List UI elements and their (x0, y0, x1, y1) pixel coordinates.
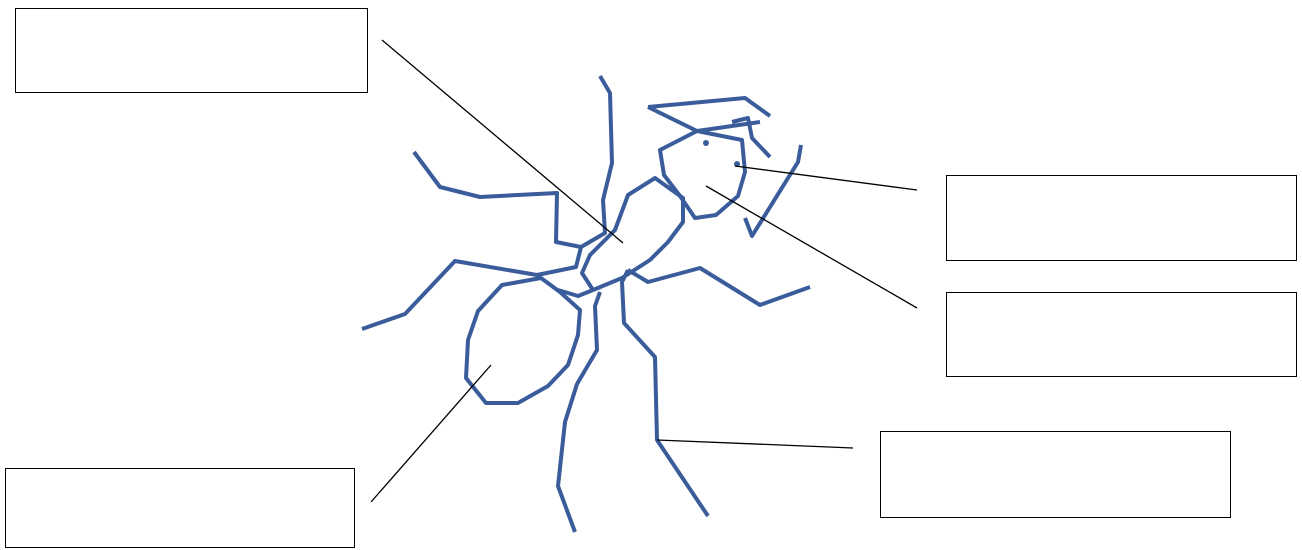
leader-line-top-left (382, 40, 623, 243)
label-box-bottom-left[interactable] (5, 468, 355, 548)
label-box-top-left[interactable] (15, 8, 368, 93)
leader-line-bottom-left (371, 365, 491, 502)
ant-eye (703, 140, 709, 146)
label-box-right-lower[interactable] (880, 431, 1231, 518)
leader-line-right-lower (657, 440, 853, 448)
leg-right-hind (622, 270, 708, 516)
ant-abdomen (466, 278, 580, 403)
ant-head (660, 131, 745, 218)
leader-line-right-upper (735, 166, 917, 190)
leg-front-left-upper (414, 76, 612, 247)
label-box-right-middle[interactable] (946, 292, 1297, 377)
antenna-left (648, 98, 770, 131)
leg-front-left-lower (362, 247, 581, 329)
leg-right-front (628, 268, 810, 305)
label-box-right-upper[interactable] (946, 175, 1297, 261)
